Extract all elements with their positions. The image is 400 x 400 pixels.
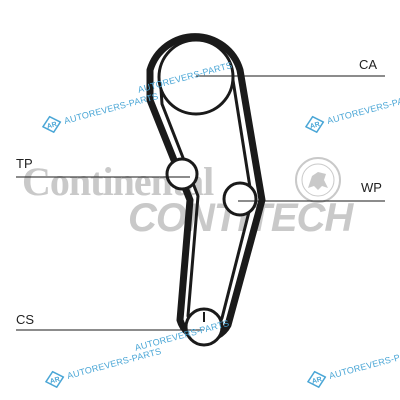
cs-label: CS: [16, 312, 35, 327]
watermark: AR AUTOREVERS-PARTS: [305, 342, 400, 391]
svg-text:AR: AR: [46, 121, 58, 130]
horse-emblem-icon: [295, 157, 341, 203]
autorevers-logo-icon: AR: [304, 115, 325, 134]
svg-text:AR: AR: [311, 376, 323, 385]
water-pump-pulley: [222, 181, 258, 217]
autorevers-logo-icon: AR: [306, 370, 327, 389]
watermark: AR AUTOREVERS-PARTS: [303, 87, 400, 136]
svg-text:AR: AR: [49, 376, 61, 385]
tp-label: TP: [16, 156, 33, 171]
crankshaft-pulley: [184, 307, 224, 347]
ca-label: CA: [359, 57, 378, 72]
watermark: AR AUTOREVERS-PARTS: [40, 87, 161, 136]
wp-label: WP: [361, 180, 382, 195]
autorevers-logo-icon: AR: [44, 370, 65, 389]
tensioner-pulley: [165, 157, 199, 191]
autorevers-logo-icon: AR: [41, 115, 62, 134]
camshaft-pulley: [157, 38, 235, 116]
svg-text:AR: AR: [309, 121, 321, 130]
watermark: AR AUTOREVERS-PARTS: [43, 342, 164, 391]
